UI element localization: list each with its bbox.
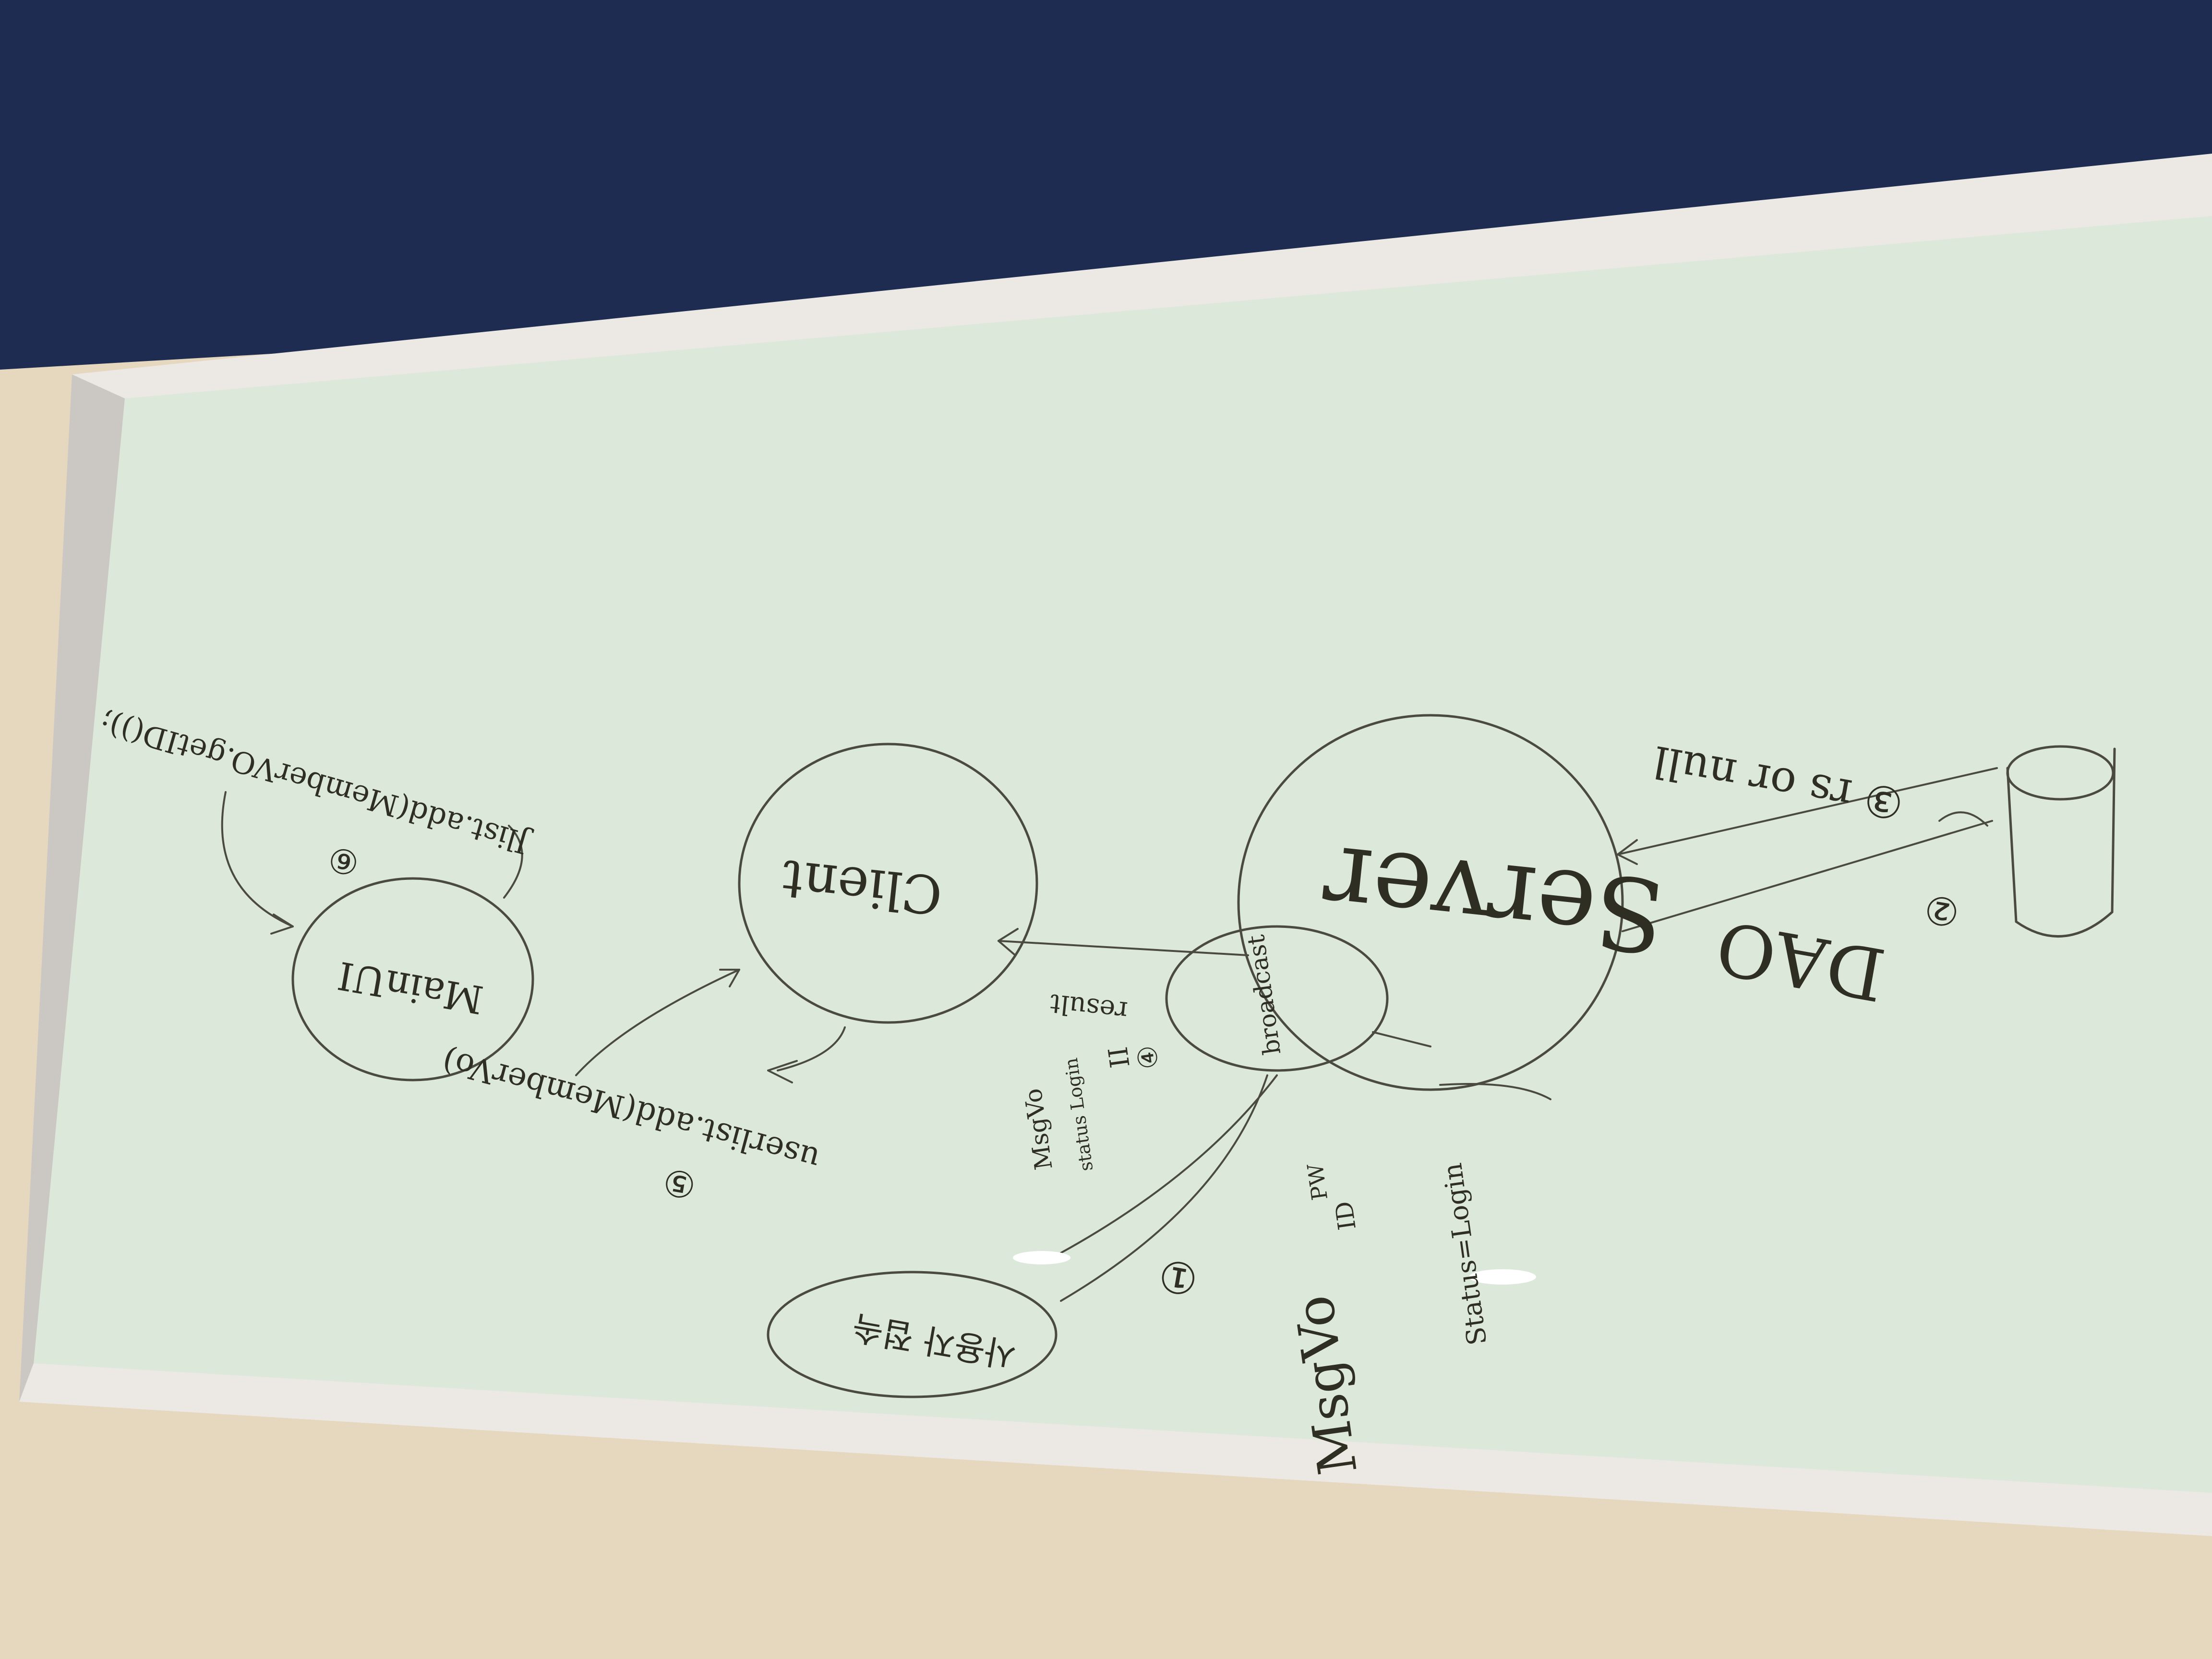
glare-spot [1469,1269,1536,1285]
step4-label: ④ [1131,1044,1165,1071]
frame-shadow-edge [19,374,125,1402]
dao-cylinder-icon [2006,745,2116,938]
server-circle [1237,714,1624,1091]
step6-label: ⑥ [325,839,362,883]
blue-wall [0,0,2212,370]
connector-lines [221,767,1998,1302]
step5-label: ⑤ [660,1160,699,1207]
client-circle [738,743,1038,1024]
glare-spot [1013,1251,1070,1264]
user-status-ellipse [767,1271,1058,1398]
step4-roman-label: II [1102,1045,1135,1070]
pw-label: PW [1302,1162,1333,1202]
step2-label: ② [1921,886,1963,936]
whiteboard-surface [34,216,2212,1493]
broadcast-ellipse [1165,925,1389,1072]
id-label: ID [1330,1200,1361,1232]
step1-label: ① [1155,1249,1202,1305]
mainui-circle [291,877,534,1082]
